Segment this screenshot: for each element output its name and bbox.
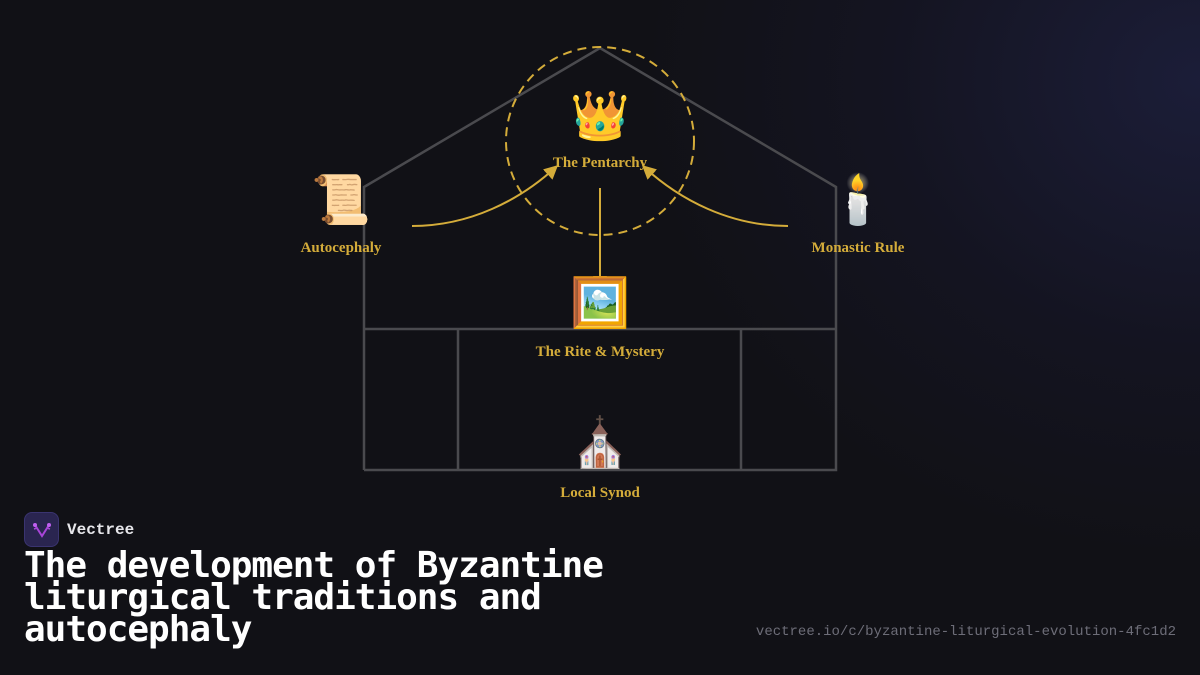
node-label-monastic-rule: Monastic Rule: [811, 240, 905, 256]
vectree-logo-icon: [24, 512, 59, 547]
candle-icon: 🕯️: [828, 172, 888, 228]
brand: Vectree: [24, 512, 134, 547]
scroll-icon: 📜: [311, 172, 371, 228]
brand-name: Vectree: [67, 520, 135, 539]
node-label-rite-mystery: The Rite & Mystery: [535, 344, 665, 360]
crown-icon: 👑: [570, 88, 630, 144]
node-label-pentarchy: The Pentarchy: [552, 155, 648, 171]
node-label-autocephaly: Autocephaly: [300, 240, 382, 256]
edge-autocephaly-to-pentarchy: [411, 165, 559, 227]
page-title: The development of Byzantine liturgical …: [24, 545, 604, 650]
framed-picture-icon: 🖼️: [570, 275, 630, 331]
node-label-local-synod: Local Synod: [560, 485, 640, 501]
edge-monastic-to-pentarchy: [641, 165, 789, 227]
house-outline: [362, 46, 838, 472]
pentarchy-highlight-circle: [505, 46, 695, 236]
church-icon: ⛪: [570, 415, 630, 471]
source-url: vectree.io/c/byzantine-liturgical-evolut…: [755, 624, 1176, 640]
